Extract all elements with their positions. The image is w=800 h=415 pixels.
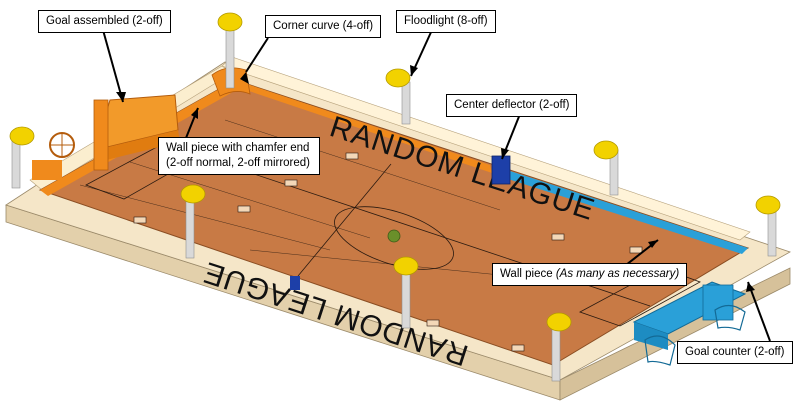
callout-wall-chamfer-line2: (2-off normal, 2-off mirrored)	[166, 157, 311, 169]
center-deflector-back	[491, 155, 511, 185]
callout-corner-curve: Corner curve (4-off)	[265, 15, 382, 38]
pitch-target-markers	[133, 152, 643, 352]
floodlight	[393, 256, 419, 329]
callout-floodlight: Floodlight (8-off)	[396, 10, 496, 33]
callout-goal-assembled: Goal assembled (2-off)	[38, 10, 171, 33]
center-deflector-front	[290, 276, 300, 290]
floodlights	[9, 12, 781, 382]
callout-wall-chamfer: Wall piece with chamfer end (2-off norma…	[158, 137, 320, 175]
floodlight	[217, 12, 243, 89]
callout-wall-piece-note: (As many as necessary)	[555, 268, 680, 280]
floodlight	[180, 184, 206, 259]
callout-goal-counter: Goal counter (2-off)	[677, 341, 793, 364]
callout-wall-chamfer-line1: Wall piece with chamfer end	[166, 142, 310, 154]
floodlight	[755, 195, 781, 257]
callout-wall-piece: Wall piece (As many as necessary)	[492, 263, 688, 286]
pitch-markings	[79, 119, 701, 327]
floodlight	[385, 68, 411, 125]
floodlight	[593, 140, 619, 196]
floodlight	[546, 312, 572, 382]
goal-counter-blue	[632, 281, 747, 366]
callout-center-deflector: Center deflector (2-off)	[446, 94, 578, 117]
ball	[387, 229, 401, 243]
callout-wall-piece-title: Wall piece	[500, 268, 553, 280]
wall-blue-back	[508, 171, 748, 254]
callout-arrowheads	[116, 65, 755, 292]
floodlight	[9, 126, 35, 189]
wall-orange-back	[235, 80, 492, 173]
